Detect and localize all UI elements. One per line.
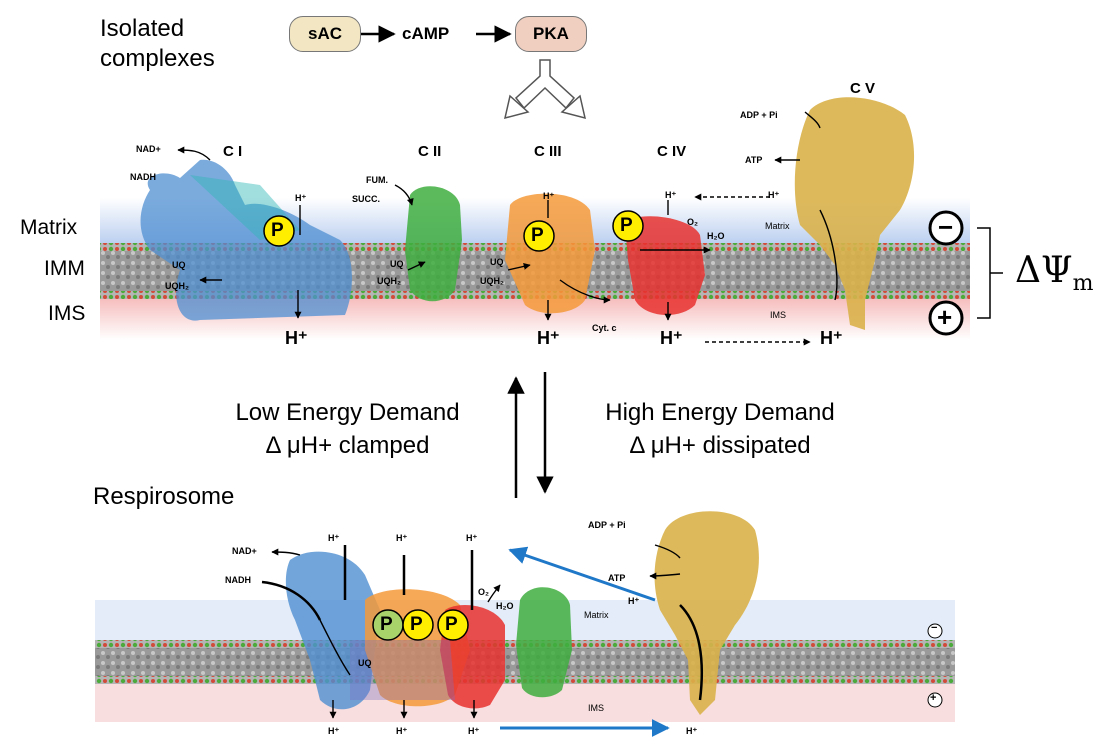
ims-hplus-3: H⁺ — [468, 726, 480, 736]
isolated-line2: complexes — [100, 45, 215, 72]
plus-sign-bottom: + — [930, 692, 937, 704]
hplus-big-c4: H⁺ — [660, 328, 683, 348]
high-energy-line2: Δ μH+ dissipated — [629, 432, 811, 459]
nad-label-top: NAD+ — [136, 144, 161, 154]
phospho-bottom-2: P — [410, 614, 423, 635]
pka-pill: PKA — [515, 16, 587, 52]
o2-label-bottom: O₂ — [478, 587, 489, 597]
ims-label-bottom: IMS — [588, 703, 605, 713]
ims-hplus-1: H⁺ — [328, 726, 340, 736]
high-energy-demand: High Energy Demand Δ μH+ dissipated — [575, 396, 865, 462]
c3-uq-label: UQ — [490, 257, 504, 267]
cytc-label: Cyt. c — [592, 323, 617, 333]
complex-II-label: C II — [418, 143, 442, 160]
nadh-label-bottom: NADH — [225, 575, 251, 585]
c3-hplus-bottom: H⁺ — [396, 533, 408, 543]
high-energy-line1: High Energy Demand — [605, 399, 835, 426]
nad-label-bottom: NAD+ — [232, 546, 257, 556]
bottom-charge-circles — [927, 623, 943, 708]
respirosome-complex-V — [654, 511, 759, 715]
atp-label-bottom: ATP — [608, 573, 626, 583]
minus-sign-bottom: − — [931, 622, 938, 634]
matrix-label-bottom: Matrix — [584, 610, 609, 620]
reversible-arrows — [507, 372, 554, 498]
phospho-circles-bottom — [372, 609, 469, 641]
c1-uq-label: UQ — [172, 260, 186, 270]
nadh-label-top: NADH — [130, 172, 156, 182]
ims-hplus-2: H⁺ — [396, 726, 408, 736]
phospho-c3: P — [531, 225, 544, 246]
delta-psi-bracket — [977, 227, 1003, 319]
minus-sign-top: − — [938, 212, 954, 242]
complex-III-label: C III — [534, 143, 562, 160]
complex-II-top — [405, 186, 462, 302]
complex-I-label: C I — [223, 143, 243, 160]
isolated-complexes-title: Isolated complexes — [100, 14, 215, 74]
low-energy-line1: Low Energy Demand — [235, 399, 460, 426]
c1-hplus-label: H⁺ — [295, 193, 307, 203]
top-flux-arrows — [177, 111, 838, 346]
c1-uqh2-label: UQH₂ — [165, 281, 189, 291]
ims-hplus-4: H⁺ — [686, 726, 698, 736]
matrix-hplus-label: H⁺ — [768, 190, 780, 200]
phospho-bottom-1: P — [380, 614, 393, 635]
matrix-hplus-bottom: H⁺ — [628, 596, 640, 606]
uq-label-bottom: UQ — [358, 658, 372, 668]
c1-hplus-bottom: H⁺ — [328, 533, 340, 543]
camp-label: cAMP — [402, 24, 450, 43]
ims-side-label: IMS — [48, 302, 86, 325]
c3-hplus-label: H⁺ — [543, 191, 555, 201]
hplus-big-c3: H⁺ — [537, 328, 560, 348]
matrix-side-label: Matrix — [20, 216, 78, 239]
phospho-c4: P — [620, 215, 633, 236]
respirosome-complex-I — [285, 551, 380, 710]
low-energy-line2: Δ μH+ clamped — [265, 432, 430, 459]
hplus-big-c5: H⁺ — [820, 328, 843, 348]
blue-proton-arrows — [500, 546, 670, 737]
c2-uq-label: UQ — [390, 259, 404, 269]
phospho-circles-top — [263, 210, 644, 252]
h2o-label-top: H₂O — [707, 231, 725, 241]
c3-uqh2-label: UQH₂ — [480, 276, 504, 286]
plus-sign-top: + — [937, 302, 953, 332]
h2o-label-bottom: H₂O — [496, 601, 514, 611]
delta-psi-label: ΔΨm — [1015, 250, 1093, 296]
respirosome-overlay — [350, 640, 455, 700]
hplus-big-c1: H⁺ — [285, 328, 308, 348]
delta-psi-subscript: m — [1072, 271, 1094, 297]
adp-label-bottom: ADP + Pi — [588, 520, 626, 530]
isolated-line1: Isolated — [100, 15, 185, 42]
delta-psi-symbol: ΔΨ — [1015, 250, 1073, 291]
complex-IV-label: C IV — [657, 143, 687, 160]
complex-V-label: C V — [850, 80, 876, 97]
fum-label: FUM. — [366, 175, 388, 185]
succ-label: SUCC. — [352, 194, 381, 204]
phospho-bottom-3: P — [445, 614, 458, 635]
o2-label-top: O₂ — [687, 217, 698, 227]
bottom-flux-arrows — [261, 544, 704, 719]
top-charge-circles — [928, 210, 964, 336]
pathway-arrows — [361, 25, 587, 120]
respirosome-title: Respirosome — [93, 483, 235, 510]
complex-III-top — [505, 193, 595, 314]
adp-label-top: ADP + Pi — [740, 110, 778, 120]
low-energy-demand: Low Energy Demand Δ μH+ clamped — [205, 396, 490, 462]
ims-label-top: IMS — [770, 310, 787, 320]
phospho-c1: P — [271, 220, 284, 241]
atp-label-top: ATP — [745, 155, 763, 165]
c4-hplus-bottom: H⁺ — [466, 533, 478, 543]
sac-pill: sAC — [289, 16, 361, 52]
complex-IV-top — [625, 216, 705, 316]
respirosome-complex-II — [516, 587, 572, 698]
imm-side-label: IMM — [44, 257, 85, 280]
matrix-label-top: Matrix — [765, 221, 790, 231]
c2-uqh2-label: UQH₂ — [377, 276, 401, 286]
c4-hplus-label: H⁺ — [665, 190, 677, 200]
complex-V-top — [794, 97, 915, 331]
